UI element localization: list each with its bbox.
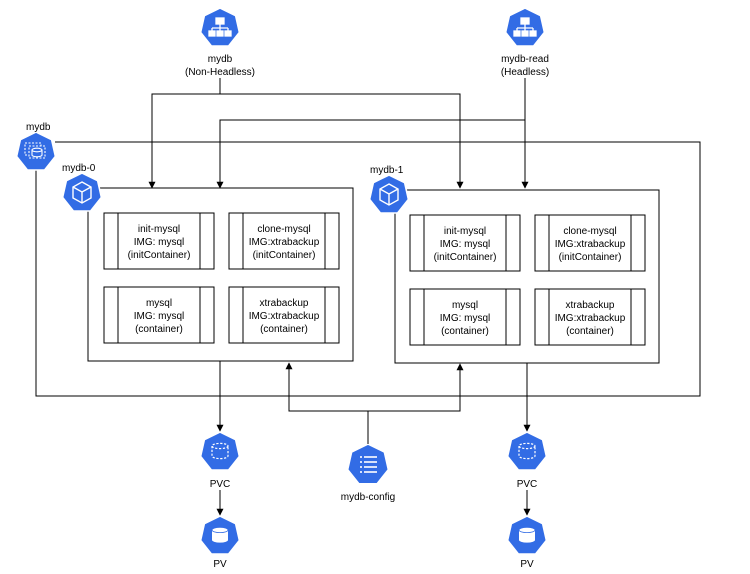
statefulset-boundary-line [35, 141, 701, 397]
pv-label: PV [213, 559, 227, 570]
svc-mydb-to-mydb-1-line [220, 93, 464, 189]
pvc-icon [211, 442, 229, 460]
pod-mydb-0[interactable]: mydb-0 init-mysql IMG: mysql (initContai… [62, 163, 354, 362]
configmap-icon [360, 456, 377, 473]
container-kind: (container) [260, 324, 308, 335]
svc-read-to-mydb-0-line [216, 119, 525, 189]
container-title: mysql [146, 298, 172, 309]
container-image: IMG:xtrabackup [555, 313, 626, 324]
container-title: xtrabackup [260, 298, 309, 309]
container-image: IMG: mysql [440, 313, 491, 324]
statefulset-icon [24, 142, 46, 159]
container-image: IMG: mysql [134, 237, 185, 248]
service-icon [513, 17, 537, 37]
container-mysql[interactable]: mysql IMG: mysql (container) [409, 288, 521, 346]
configmap-mydb-config[interactable]: mydb-config [341, 444, 395, 503]
container-title: init-mysql [138, 224, 180, 235]
service-icon [208, 17, 232, 37]
container-kind: (initContainer) [434, 252, 497, 263]
pod-mydb-1-name: mydb-1 [370, 165, 404, 176]
connectors [35, 78, 701, 516]
container-image: IMG:xtrabackup [249, 311, 320, 322]
service-read-name: mydb-read [501, 54, 549, 65]
container-kind: (container) [441, 326, 489, 337]
service-mydb[interactable]: mydb (Non-Headless) [185, 8, 255, 78]
pod-mydb-1[interactable]: mydb-1 init-mysql IMG: mysql (initContai… [369, 165, 660, 364]
container-title: xtrabackup [566, 300, 615, 311]
container-kind: (initContainer) [253, 250, 316, 261]
container-kind: (initContainer) [559, 252, 622, 263]
configmap-name: mydb-config [341, 492, 395, 503]
container-mysql[interactable]: mysql IMG: mysql (container) [103, 286, 215, 344]
service-mydb-read[interactable]: mydb-read (Headless) [501, 8, 549, 78]
statefulset-name: mydb [26, 122, 51, 133]
container-xtrabackup[interactable]: xtrabackup IMG:xtrabackup (container) [228, 286, 340, 344]
container-clone-mysql[interactable]: clone-mysql IMG:xtrabackup (initContaine… [228, 212, 340, 270]
container-init-mysql[interactable]: init-mysql IMG: mysql (initContainer) [409, 214, 521, 272]
container-clone-mysql[interactable]: clone-mysql IMG:xtrabackup (initContaine… [534, 214, 646, 272]
container-image: IMG: mysql [440, 239, 491, 250]
pod-icon [379, 183, 399, 206]
container-title: clone-mysql [257, 224, 310, 235]
pv-icon [211, 527, 229, 543]
pv-mydb-1[interactable]: PV [507, 516, 547, 570]
container-kind: (container) [566, 326, 614, 337]
pvc-label: PVC [517, 479, 538, 490]
container-title: mysql [452, 300, 478, 311]
pvc-icon [518, 442, 536, 460]
pvc-mydb-1[interactable]: PVC [507, 432, 547, 490]
container-kind: (initContainer) [128, 250, 191, 261]
configmap-link-line [285, 362, 369, 444]
container-init-mysql[interactable]: init-mysql IMG: mysql (initContainer) [103, 212, 215, 270]
statefulset-mydb[interactable]: mydb [16, 122, 56, 171]
pod-mydb-0-name: mydb-0 [62, 163, 96, 174]
service-mydb-kind: (Non-Headless) [185, 67, 255, 78]
pv-mydb-0[interactable]: PV [200, 516, 240, 570]
container-xtrabackup[interactable]: xtrabackup IMG:xtrabackup (container) [534, 288, 646, 346]
configmap-to-mydb-1-line [368, 363, 464, 412]
container-image: IMG:xtrabackup [555, 239, 626, 250]
pod-icon [72, 181, 92, 204]
service-read-kind: (Headless) [501, 67, 549, 78]
container-title: clone-mysql [563, 226, 616, 237]
svc-mydb-to-mydb-0-line [148, 78, 221, 189]
container-kind: (container) [135, 324, 183, 335]
container-title: init-mysql [444, 226, 486, 237]
pv-label: PV [520, 559, 534, 570]
pvc-mydb-0[interactable]: PVC [200, 432, 240, 490]
container-image: IMG:xtrabackup [249, 237, 320, 248]
pv-icon [518, 527, 536, 543]
pvc-label: PVC [210, 479, 231, 490]
container-image: IMG: mysql [134, 311, 185, 322]
service-mydb-name: mydb [208, 54, 233, 65]
